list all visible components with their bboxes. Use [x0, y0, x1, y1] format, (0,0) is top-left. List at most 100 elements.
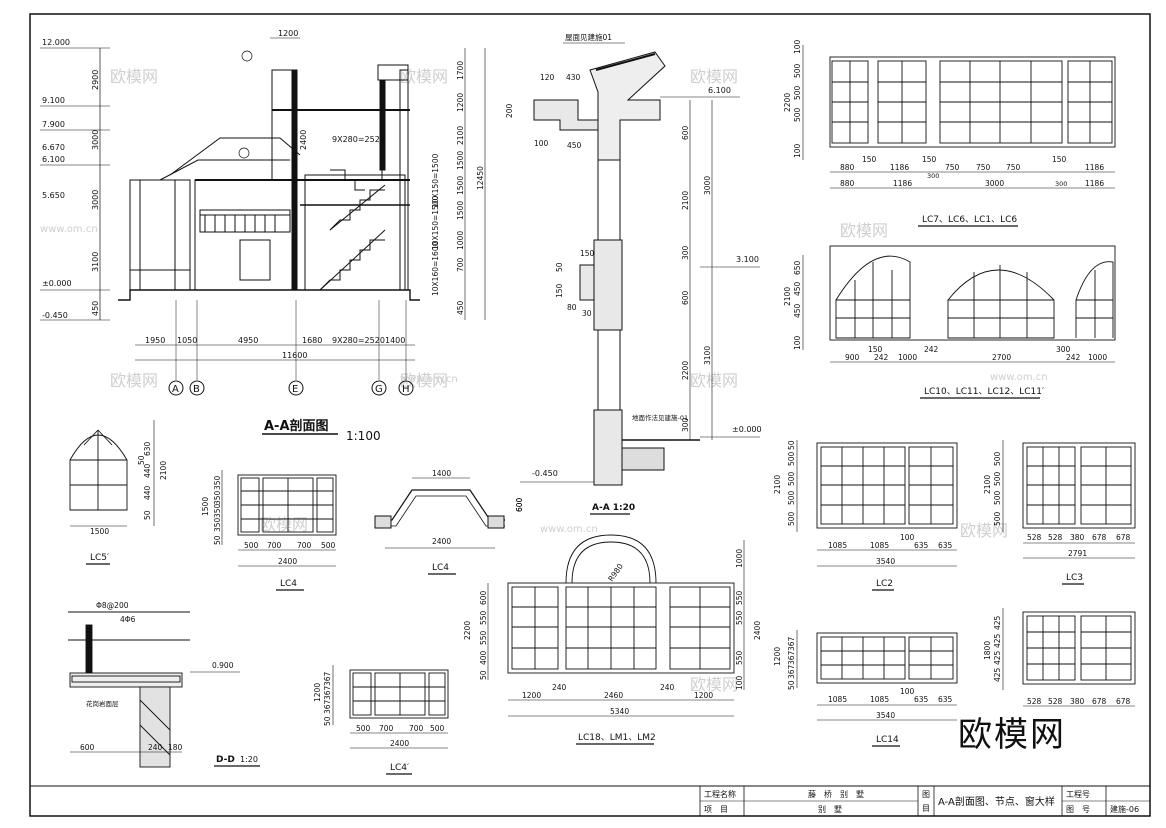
svg-text:700: 700: [456, 257, 465, 272]
svg-text:180: 180: [168, 743, 183, 752]
sheet-border: [29, 13, 1151, 817]
title-block: 工程名称 项 目 藤 桥 别 墅 别 墅 图 目 A-A剖面图、节点、窗大样 工…: [30, 785, 1150, 816]
svg-text:项 目: 项 目: [704, 805, 728, 814]
svg-text:600: 600: [681, 125, 690, 140]
svg-text:500: 500: [793, 85, 802, 100]
svg-text:635: 635: [914, 541, 929, 550]
svg-text:11600: 11600: [282, 351, 307, 360]
svg-text:1200: 1200: [278, 29, 298, 38]
svg-text:2400: 2400: [432, 537, 451, 546]
svg-text:欧模网: 欧模网: [690, 371, 738, 390]
svg-text:1186: 1186: [893, 179, 912, 188]
svg-text:1800: 1800: [983, 641, 992, 660]
window-lc14-label: LC14: [876, 735, 899, 745]
svg-text:50: 50: [137, 455, 146, 465]
svg-text:635: 635: [938, 695, 953, 704]
svg-text:2100: 2100: [983, 475, 992, 494]
svg-text:1400: 1400: [385, 336, 405, 345]
svg-text:528: 528: [1027, 697, 1042, 706]
svg-text:367: 367: [787, 650, 796, 665]
window-lc2-label: LC2: [876, 579, 893, 589]
svg-text:440: 440: [143, 485, 152, 500]
svg-text:屋面见建施01: 屋面见建施01: [565, 32, 612, 42]
window-lc-small: 528 528 380 678 678 425 425 425 425 1800: [983, 608, 1136, 707]
svg-text:80: 80: [567, 303, 577, 312]
svg-text:7.900: 7.900: [42, 120, 65, 129]
svg-text:600: 600: [80, 743, 95, 752]
svg-text:550: 550: [735, 650, 744, 665]
svg-text:5.650: 5.650: [42, 191, 65, 200]
svg-text:欧模网: 欧模网: [400, 67, 448, 86]
svg-text:50: 50: [143, 510, 152, 520]
svg-text:300: 300: [681, 417, 690, 432]
svg-text:50: 50: [323, 716, 332, 726]
node-dims: 120 430 200 100 450 150 50 150 80 30: [505, 73, 595, 318]
svg-text:150: 150: [555, 283, 564, 298]
svg-text:1186: 1186: [890, 163, 909, 172]
svg-text:450: 450: [91, 301, 100, 316]
window-lc4-plan: 1400 2400 600 LC4: [374, 469, 524, 575]
svg-text:500: 500: [787, 471, 796, 486]
svg-text:240: 240: [552, 683, 567, 692]
window-lc18-label: LC18、LM1、LM2: [578, 733, 656, 743]
svg-text:1085: 1085: [870, 695, 889, 704]
svg-text:欧模网: 欧模网: [690, 67, 738, 86]
section-left-dims: 2900 3000 3000 3100 450: [91, 70, 100, 316]
svg-text:367: 367: [323, 671, 332, 686]
svg-text:图: 图: [922, 790, 930, 799]
svg-text:500: 500: [993, 511, 1002, 526]
svg-text:100: 100: [793, 39, 802, 54]
svg-text:欧模网: 欧模网: [960, 521, 1008, 540]
node-aa: 屋面见建施01 120 430 200 100 450 150 50 150 8…: [505, 32, 762, 515]
svg-text:425: 425: [993, 615, 1002, 630]
svg-text:400: 400: [479, 650, 488, 665]
svg-text:242: 242: [1066, 353, 1081, 362]
svg-text:550: 550: [735, 610, 744, 625]
svg-text:2400: 2400: [753, 621, 762, 640]
svg-text:500: 500: [993, 471, 1002, 486]
node-title: A-A 1:20: [592, 503, 635, 513]
svg-text:500: 500: [793, 107, 802, 122]
section-bottom-dims: 1950 1050 4950 1680 9X280=2520 1400 1160…: [135, 336, 415, 361]
svg-text:2100: 2100: [681, 191, 690, 210]
section-title: A-A剖面图: [264, 418, 329, 434]
svg-text:www.om.cn: www.om.cn: [990, 372, 1048, 383]
window-lc3-label: LC3: [1066, 573, 1083, 583]
svg-text:1500: 1500: [456, 176, 465, 195]
svg-text:678: 678: [1092, 697, 1107, 706]
svg-text:G: G: [375, 384, 383, 395]
svg-text:1700: 1700: [456, 61, 465, 80]
svg-text:1:20: 1:20: [240, 755, 258, 764]
svg-text:1050: 1050: [177, 336, 197, 345]
svg-text:B: B: [193, 384, 200, 395]
node-levels: 6.100 3.100 ±0.000 -0.450: [520, 86, 762, 483]
svg-text:367: 367: [323, 685, 332, 700]
svg-text:1000: 1000: [735, 549, 744, 568]
svg-text:50: 50: [787, 440, 796, 450]
svg-text:500: 500: [244, 541, 259, 550]
svg-text:50: 50: [213, 535, 222, 545]
svg-text:10X160=1600: 10X160=1600: [431, 241, 440, 296]
svg-text:528: 528: [1027, 533, 1042, 542]
svg-text:242: 242: [924, 345, 939, 354]
svg-text:100: 100: [793, 335, 802, 350]
svg-text:2100: 2100: [456, 126, 465, 145]
svg-text:635: 635: [914, 695, 929, 704]
svg-text:地面作法见建施-01: 地面作法见建施-01: [632, 413, 688, 422]
svg-text:50: 50: [787, 680, 796, 690]
svg-text:750: 750: [1006, 163, 1021, 172]
svg-text:100: 100: [900, 533, 915, 542]
svg-text:2200: 2200: [463, 621, 472, 640]
svg-text:630: 630: [143, 441, 152, 456]
svg-text:花岗岩面层: 花岗岩面层: [86, 699, 119, 708]
svg-text:5340: 5340: [610, 707, 629, 716]
svg-text:10X150=1500: 10X150=1500: [431, 195, 440, 250]
svg-text:2700: 2700: [992, 353, 1011, 362]
svg-text:3.100: 3.100: [736, 255, 759, 264]
svg-text:1000: 1000: [898, 353, 917, 362]
svg-text:1200: 1200: [456, 93, 465, 112]
svg-text:450: 450: [567, 141, 582, 150]
svg-text:E: E: [292, 384, 298, 395]
svg-text:建施-06: 建施-06: [1110, 804, 1139, 814]
node-right-dims: 600 2100 300 600 2200 300 3000 3100 600: [515, 100, 713, 512]
